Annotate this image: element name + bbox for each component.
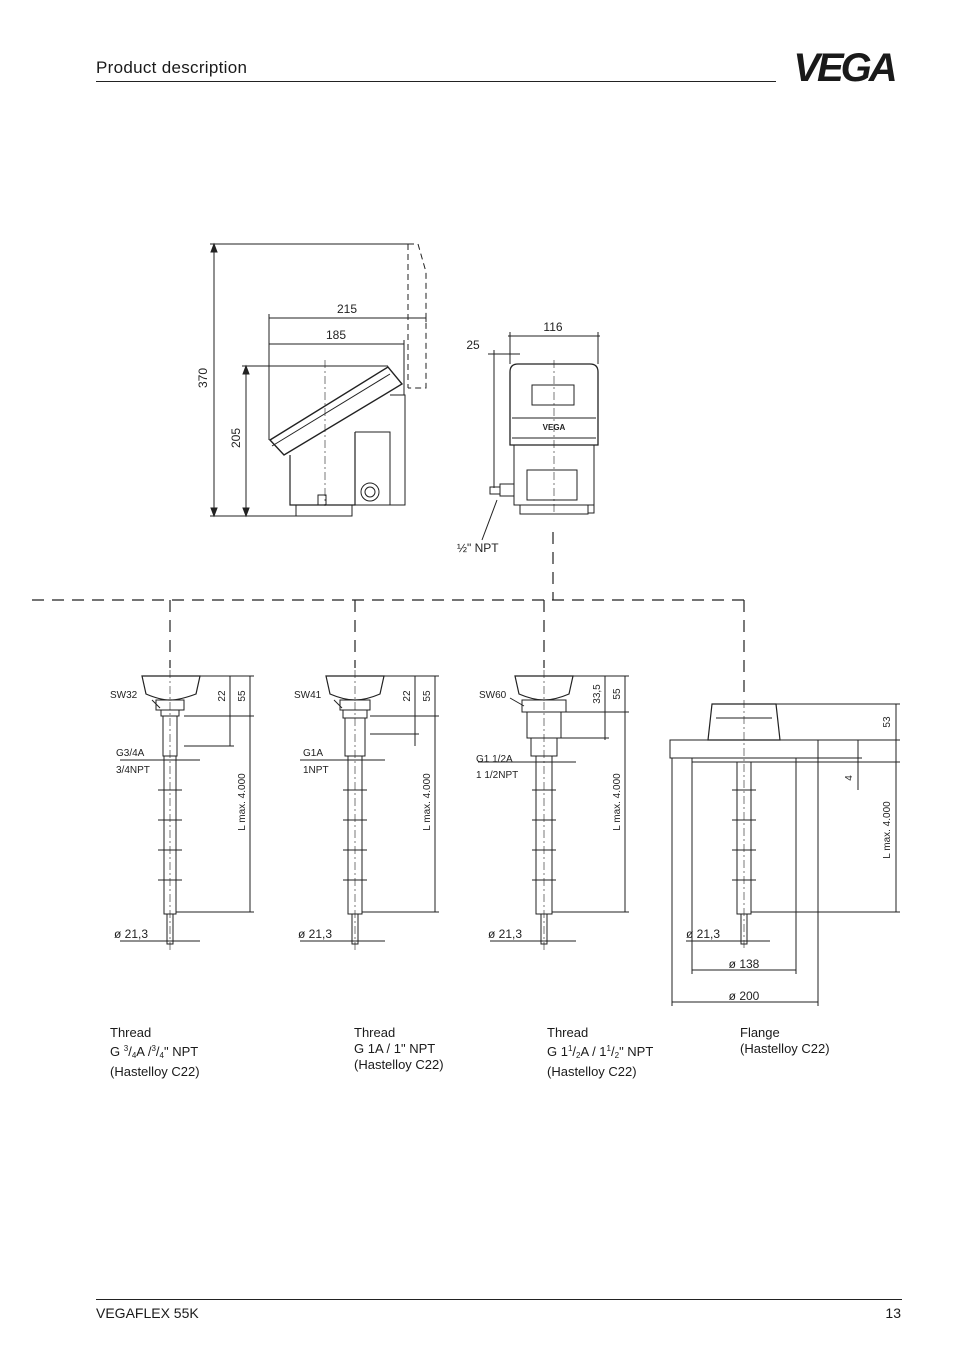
caption-sw60: Thread G 11/2A / 11/2" NPT (Hastelloy C2… [547, 1025, 654, 1079]
dim-116: 116 [543, 320, 562, 334]
connector-lines [32, 532, 745, 700]
probe2-thread-g: G1A [303, 748, 323, 759]
page-number: 13 [885, 1305, 901, 1321]
probe4-dim-53: 53 [882, 716, 893, 728]
dim-370: 370 [196, 368, 210, 388]
probe4-length: L max. 4.000 [882, 801, 893, 859]
probe4-dia-138: ø 138 [729, 957, 760, 971]
probe-sw60 [478, 670, 629, 950]
caption-sw32: Thread G 3/4A /3/4" NPT (Hastelloy C22) [110, 1025, 200, 1079]
probe1-thread-g: G3/4A [116, 748, 145, 759]
header-rule [96, 81, 776, 82]
dim-215: 215 [337, 302, 357, 316]
probe2-length: L max. 4.000 [422, 773, 433, 831]
conduit-label: ½" NPT [457, 541, 499, 555]
probe3-dim-55: 55 [612, 688, 623, 700]
probe-sw41 [300, 670, 439, 950]
probe-flange [669, 700, 900, 1006]
probe2-dim-55: 55 [422, 690, 433, 702]
caption-flange: Flange (Hastelloy C22) [740, 1025, 830, 1056]
probe1-dia: ø 21,3 [114, 927, 148, 941]
dim-205: 205 [229, 428, 243, 448]
probe1-dim-55: 55 [237, 690, 248, 702]
probe1-length: L max. 4.000 [237, 773, 248, 831]
probe4-dia: ø 21,3 [686, 927, 720, 941]
dim-25: 25 [466, 338, 480, 352]
probe2-wrench: SW41 [294, 690, 322, 701]
probe3-thread-npt: 1 1/2NPT [476, 770, 518, 781]
probe1-thread-npt: 3/4NPT [116, 765, 150, 776]
caption-sw41: Thread G 1A / 1" NPT (Hastelloy C22) [354, 1025, 444, 1072]
page-header-title: Product description [96, 58, 248, 77]
footer-product-name: VEGAFLEX 55K [96, 1305, 199, 1321]
probe1-dim-22: 22 [217, 690, 228, 702]
probe4-dim-4: 4 [844, 775, 855, 781]
probe3-dia: ø 21,3 [488, 927, 522, 941]
probe-sw32 [120, 670, 254, 950]
probe1-wrench: SW32 [110, 690, 138, 701]
dim-185: 185 [326, 328, 346, 342]
footer-rule [96, 1299, 902, 1300]
probe2-dia: ø 21,3 [298, 927, 332, 941]
probe4-dia-200: ø 200 [729, 989, 760, 1003]
probe2-dim-22: 22 [402, 690, 413, 702]
svg-text:VEGA: VEGA [793, 48, 894, 86]
housing-front-view [481, 332, 600, 541]
vega-logo: VEGA [793, 48, 897, 86]
housing-badge: VEGA [543, 423, 566, 432]
housing-side-view [210, 242, 427, 518]
probe3-dim-33-5: 33,5 [592, 684, 603, 704]
probe3-length: L max. 4.000 [612, 773, 623, 831]
probe3-wrench: SW60 [479, 690, 507, 701]
probe3-thread-g: G1 1/2A [476, 754, 513, 765]
probe2-thread-npt: 1NPT [303, 765, 329, 776]
